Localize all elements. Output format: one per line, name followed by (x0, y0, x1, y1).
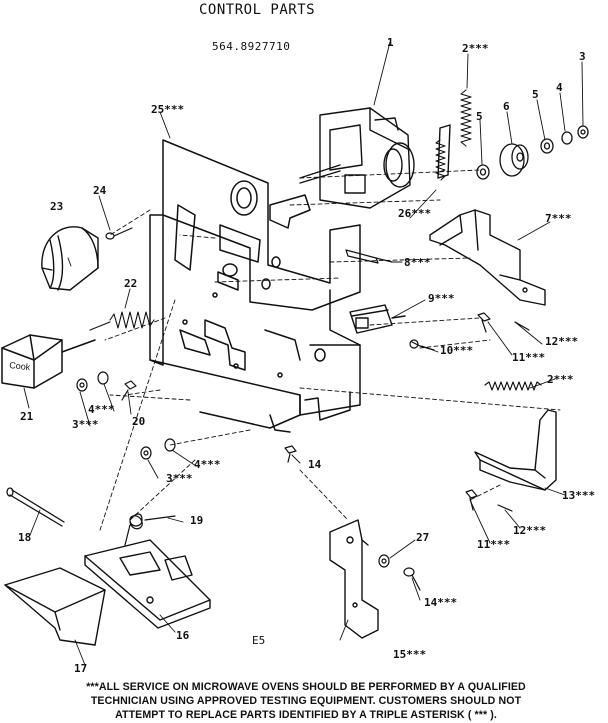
service-note: ***ALL SERVICE ON MICROWAVE OVENS SHOULD… (8, 680, 604, 722)
screws-bottom (378, 554, 421, 591)
knob-spring-22 (89, 311, 155, 331)
callout-13: 13*** (562, 489, 595, 502)
callout-1: 1 (387, 36, 394, 49)
callout-2-mid: 2*** (547, 373, 574, 386)
callout-21: 21 (20, 410, 34, 423)
plate-16 (84, 539, 211, 629)
callout-3-mid: 3*** (166, 472, 193, 485)
spring-19 (124, 513, 176, 546)
callout-5-right: 5 (532, 88, 539, 101)
page-code: E5 (252, 634, 266, 647)
callout-7: 7*** (545, 212, 572, 225)
service-note-line-2: TECHNICIAN USING APPROVED TESTING EQUIPM… (90, 695, 522, 707)
diagram-title: CONTROL PARTS (199, 2, 316, 18)
callout-12-bottom: 12*** (513, 524, 546, 537)
pin-8 (345, 249, 393, 264)
callout-25: 25*** (151, 103, 184, 116)
callout-5-left: 5 (476, 110, 483, 123)
callout-3: 3 (579, 50, 586, 63)
latch-bracket-13 (474, 409, 557, 491)
callout-27: 27 (416, 531, 429, 544)
screw-24 (105, 227, 133, 240)
shaft-hardware-stack (476, 125, 589, 180)
callout-11-top: 11*** (512, 351, 545, 364)
callout-17: 17 (74, 662, 87, 675)
callout-9: 9*** (428, 292, 455, 305)
cook-button-label: Cook (9, 360, 31, 372)
callout-26: 26*** (398, 207, 431, 220)
callout-18: 18 (18, 531, 31, 544)
callout-12-top: 12*** (545, 335, 578, 348)
service-note-line-3: ATTEMPT TO REPLACE PARTS IDENTIFIED BY A… (115, 709, 497, 721)
callout-6: 6 (503, 100, 510, 113)
lever-bracket (429, 124, 546, 306)
bracket-15 (329, 519, 379, 639)
tension-springs (435, 89, 542, 391)
callout-8: 8*** (404, 256, 431, 269)
service-note-line-1: ***ALL SERVICE ON MICROWAVE OVENS SHOULD… (86, 681, 526, 693)
callout-23: 23 (50, 200, 63, 213)
callout-4-mid: 4*** (194, 458, 221, 471)
rod-18 (6, 487, 65, 527)
callout-11-bottom: 11*** (477, 538, 510, 551)
callout-labels: 1 2*** 3 4 5 6 5 25*** 24 23 26*** 7*** … (9, 36, 595, 675)
callout-14-top: 14 (308, 458, 322, 471)
callout-22: 22 (124, 277, 137, 290)
callout-10: 10*** (440, 344, 473, 357)
callout-15: 15*** (393, 648, 426, 661)
cook-button-21 (1, 334, 96, 389)
nuts-left (76, 371, 297, 463)
callout-24: 24 (93, 184, 107, 197)
door-lever-17 (4, 567, 106, 646)
callout-2-top: 2*** (462, 42, 489, 55)
callout-19: 19 (190, 514, 203, 527)
timer-knob-23 (41, 226, 99, 291)
interlock-switch (349, 304, 406, 334)
callout-3-left: 3*** (72, 418, 99, 431)
callout-leaders (23, 41, 584, 666)
model-code: 564.8927710 (212, 40, 291, 53)
callout-4-left: 4*** (88, 403, 115, 416)
callout-4: 4 (556, 81, 563, 94)
callout-16: 16 (176, 629, 190, 642)
timer-motor (299, 107, 415, 209)
callout-14-bottom: 14*** (424, 596, 457, 609)
assembly-lines (99, 169, 561, 531)
callout-20: 20 (132, 415, 145, 428)
main-frame-bracket (149, 139, 361, 433)
